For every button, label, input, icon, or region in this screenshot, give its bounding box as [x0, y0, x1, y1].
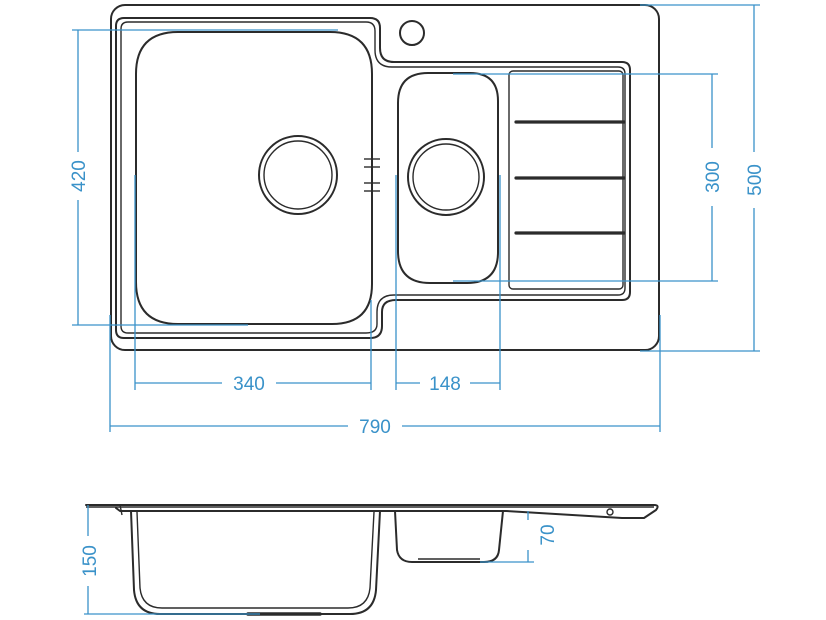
main-bowl-drain-outer: [258, 135, 338, 215]
side-small-bowl: [394, 510, 504, 563]
dimension-148: 148: [395, 175, 501, 395]
drainer-area: [508, 70, 624, 290]
dimension-70: 70: [480, 511, 559, 563]
dimension-label-500: 500: [745, 164, 766, 196]
small-bowl-drain-inner: [412, 143, 480, 211]
small-bowl-drain-outer: [407, 138, 485, 216]
dimension-790: 790: [109, 315, 661, 438]
small-bowl: [397, 72, 499, 284]
side-view: [85, 504, 659, 616]
main-bowl-drain-inner: [263, 140, 333, 210]
dimension-label-790: 790: [359, 417, 391, 438]
side-deck: [85, 504, 659, 519]
top-view: [110, 4, 660, 351]
sink-outer-frame: [110, 4, 660, 351]
side-drainer-lip: [606, 508, 614, 516]
dimension-label-340: 340: [233, 374, 265, 395]
main-bowl: [135, 31, 373, 325]
sink-deck-contour: [115, 17, 631, 339]
side-main-bowl: [130, 510, 381, 615]
dimension-label-70: 70: [538, 524, 559, 545]
overflow-slots: [364, 158, 380, 192]
dimension-label-420: 420: [69, 160, 90, 192]
dimension-420: 420: [69, 29, 338, 326]
sink-deck-contour-inner: [120, 21, 626, 334]
dimension-label-300: 300: [703, 161, 724, 193]
dimension-340: 340: [134, 175, 372, 395]
dimension-label-148: 148: [429, 374, 461, 395]
dimension-150: 150: [80, 505, 260, 615]
dimension-300: 300: [453, 73, 724, 282]
tap-hole: [399, 20, 425, 46]
dimension-label-150: 150: [80, 545, 101, 577]
